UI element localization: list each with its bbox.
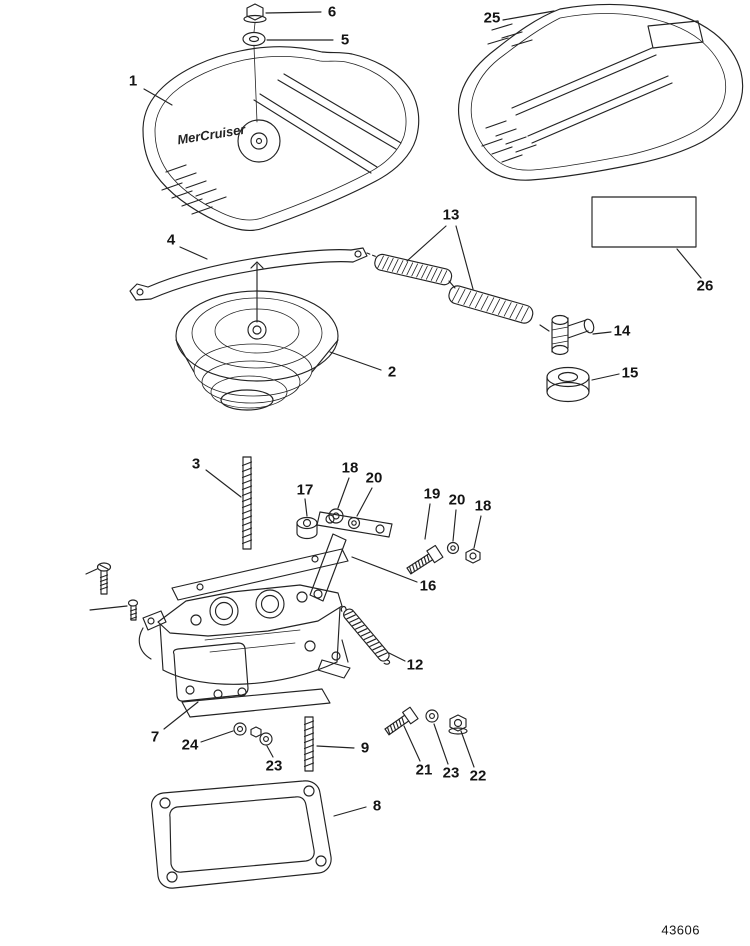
stud-long xyxy=(241,456,253,550)
callout-19: 19 xyxy=(423,485,441,503)
callout-18-left: 18 xyxy=(341,459,359,477)
base-gasket xyxy=(150,780,332,889)
callout-26: 26 xyxy=(696,277,714,295)
washer-20-left xyxy=(347,516,361,530)
callout-4: 4 xyxy=(166,231,176,249)
hose-end-line xyxy=(539,324,550,332)
washer-23-right xyxy=(425,709,439,723)
callout-16: 16 xyxy=(419,577,437,595)
nut-18-right xyxy=(465,548,481,564)
callout-15: 15 xyxy=(621,364,639,382)
nut-22 xyxy=(448,714,468,735)
return-spring xyxy=(340,605,391,665)
engine-cover-left: MerCruiser xyxy=(142,46,420,231)
callout-6: 6 xyxy=(327,3,337,21)
decal-plate xyxy=(591,196,697,248)
callout-20-right: 20 xyxy=(448,491,466,509)
throttle-bracket xyxy=(309,511,393,602)
elbow-fitting xyxy=(551,314,595,356)
callout-5: 5 xyxy=(340,31,350,49)
cover-left-vent-slats xyxy=(161,164,227,215)
callout-8: 8 xyxy=(372,797,382,815)
leader-lines xyxy=(85,10,702,817)
carb-top-plate xyxy=(171,548,349,601)
screw-21 xyxy=(384,706,419,736)
callout-9: 9 xyxy=(360,739,370,757)
grommet xyxy=(546,366,590,403)
cover-right-vent-slats xyxy=(481,23,537,163)
screw-19 xyxy=(406,544,444,575)
flame-arrestor xyxy=(175,290,339,411)
vent-hose-front xyxy=(374,253,453,286)
cover-logo-text: MerCruiser xyxy=(176,122,247,148)
support-bracket xyxy=(129,247,378,323)
callout-1: 1 xyxy=(128,72,138,90)
mount-screw-lower xyxy=(127,599,139,621)
stud-axis-line xyxy=(253,22,256,33)
flanged-nut xyxy=(296,516,318,540)
stud-axis-line-2 xyxy=(253,45,258,123)
callout-2: 2 xyxy=(387,363,397,381)
callout-21: 21 xyxy=(415,761,433,779)
washer-nut-24 xyxy=(233,722,262,738)
callout-23-right: 23 xyxy=(442,764,460,782)
wing-nut xyxy=(243,3,267,24)
callout-14: 14 xyxy=(613,322,631,340)
callout-17: 17 xyxy=(296,481,314,499)
washer-top xyxy=(242,31,266,47)
washer-20-right xyxy=(446,541,460,555)
callout-3: 3 xyxy=(191,455,201,473)
mount-screw-upper xyxy=(96,562,112,595)
callout-25: 25 xyxy=(483,9,501,27)
stud-short xyxy=(303,716,315,772)
engine-cover-right xyxy=(457,3,744,181)
washer-23-left xyxy=(259,732,273,746)
callout-12: 12 xyxy=(406,656,424,674)
figure-number: 43606 xyxy=(661,922,700,938)
vent-hose-rear xyxy=(448,285,534,324)
carburetor xyxy=(138,584,351,718)
callout-7: 7 xyxy=(150,728,160,746)
callout-22: 22 xyxy=(469,767,487,785)
callout-18-right: 18 xyxy=(474,497,492,515)
callout-20-left: 20 xyxy=(365,469,383,487)
callout-24: 24 xyxy=(181,736,199,754)
callout-23-left: 23 xyxy=(265,757,283,775)
callout-13: 13 xyxy=(442,206,460,224)
